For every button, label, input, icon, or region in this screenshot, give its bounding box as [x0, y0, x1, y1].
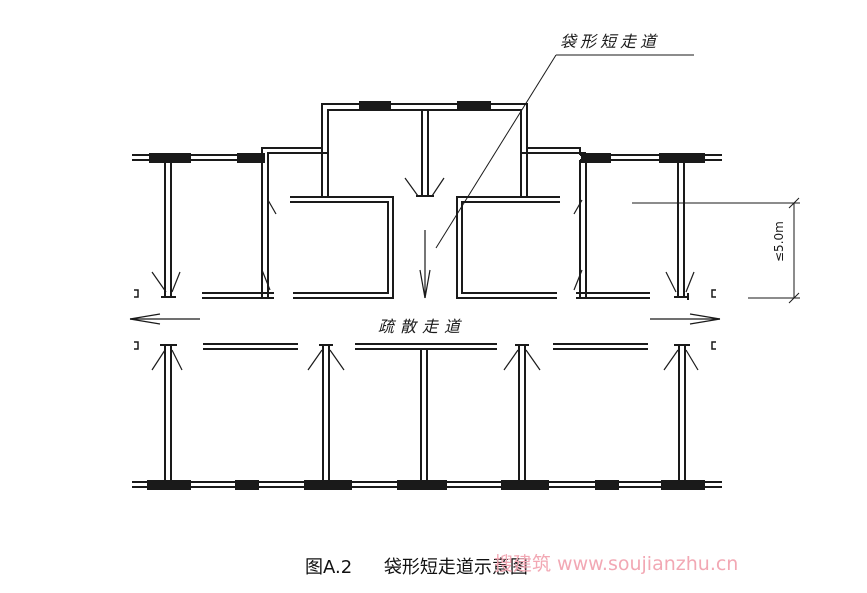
dimension-label: ≤5.0m [772, 221, 786, 262]
upper-right-rooms [456, 160, 689, 300]
watermark: 搜建筑 www.soujianzhu.cn [494, 553, 739, 575]
evacuation-arrows [129, 230, 721, 325]
right-arrow-icon [650, 313, 721, 325]
left-arrow-icon [129, 313, 200, 325]
figure-number: 图A.2 [305, 557, 353, 578]
dimension-line [632, 197, 800, 304]
projecting-block [261, 101, 586, 197]
lower-corridor-wall [160, 343, 690, 350]
upper-left-rooms [161, 160, 394, 299]
corridor-end-marks [134, 289, 716, 350]
figure-caption: 图A.2 袋形短走道示意图 [305, 553, 528, 579]
down-arrow-icon [419, 230, 431, 299]
lower-rooms [164, 344, 686, 482]
label-leader [435, 54, 694, 249]
door-swings [151, 177, 699, 371]
bottom-outer-wall [132, 480, 722, 490]
dead-end-corridor-label: 袋形短走道 [560, 32, 661, 51]
figure-title: 袋形短走道示意图 [383, 557, 528, 578]
evacuation-corridor-label: 疏散走道 [378, 317, 467, 336]
